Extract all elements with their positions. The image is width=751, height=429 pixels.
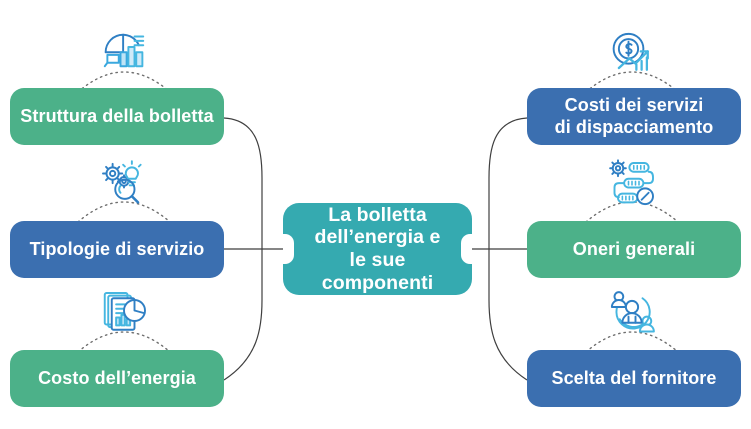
documents-report-icon (96, 286, 152, 342)
node-tipologie-di-servizio[interactable]: Tipologie di servizio (10, 221, 224, 278)
center-node-la-bolletta-dell-energia[interactable]: La bolletta dell’energia e le sue compon… (283, 203, 472, 295)
connector-right-bracket (488, 117, 528, 381)
center-node-notch-right (461, 234, 472, 264)
pie-bar-chart-icon (96, 26, 152, 82)
people-network-icon (604, 286, 660, 342)
connector-left-bracket (223, 117, 263, 381)
node-oneri-generali[interactable]: Oneri generali (527, 221, 741, 278)
node-costi-dei-servizi-di-dispacciamento[interactable]: Costi dei servizi di dispacciamento (527, 88, 741, 145)
dollar-growth-icon (604, 26, 660, 82)
node-label: Oneri generali (572, 238, 696, 259)
gears-lightbulb-magnifier-icon (96, 156, 152, 212)
center-node-label: La bolletta dell’energia e le sue compon… (314, 203, 441, 294)
node-label: Costi dei servizi di dispacciamento (554, 95, 714, 137)
node-struttura-della-bolletta[interactable]: Struttura della bolletta (10, 88, 224, 145)
process-flow-check-icon (604, 156, 660, 212)
node-label: Struttura della bolletta (20, 105, 214, 126)
node-scelta-del-fornitore[interactable]: Scelta del fornitore (527, 350, 741, 407)
node-label: Tipologie di servizio (29, 238, 205, 259)
node-costo-dell-energia[interactable]: Costo dell’energia (10, 350, 224, 407)
center-node-notch-left (283, 234, 294, 264)
node-label: Scelta del fornitore (551, 367, 717, 388)
node-label: Costo dell’energia (38, 367, 196, 388)
